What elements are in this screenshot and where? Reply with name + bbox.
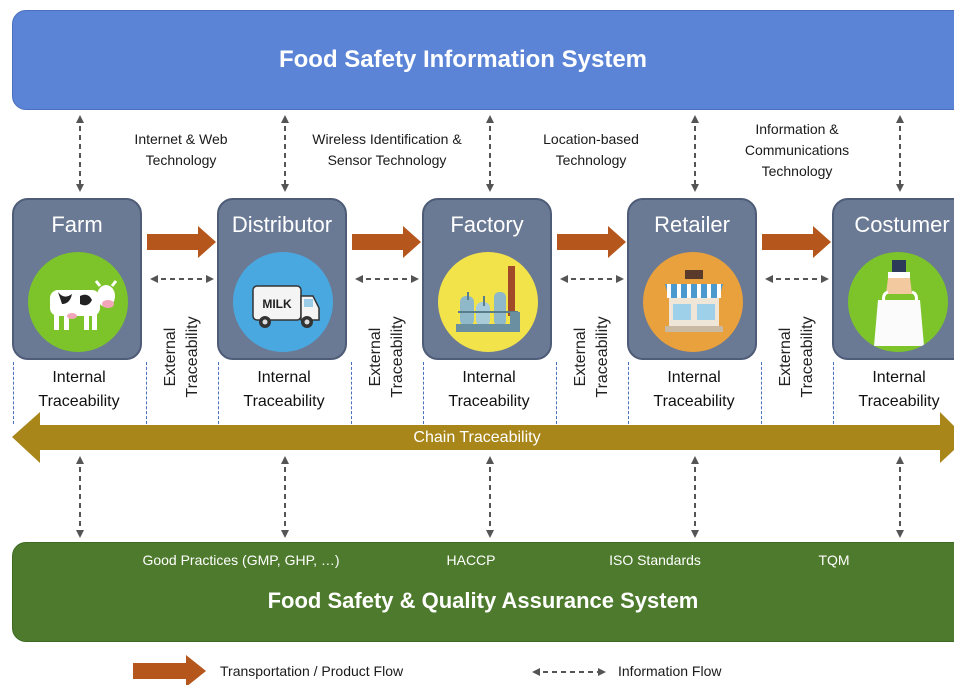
stage-costumer: Costumer xyxy=(832,198,954,360)
stage-farm: Farm xyxy=(12,198,142,360)
stage-label: Retailer xyxy=(654,212,730,237)
traceability-boundary xyxy=(628,362,629,424)
chain-traceability-label: Chain Traceability xyxy=(413,429,541,446)
traceability-boundary xyxy=(218,362,219,424)
traceability-boundary xyxy=(761,362,762,424)
technology-label-wireless: Wireless Identification &Sensor Technolo… xyxy=(312,131,462,168)
stage-label: Distributor xyxy=(231,212,333,237)
traceability-boundary xyxy=(556,362,557,424)
stage-retailer: Retailer xyxy=(627,198,757,360)
chain-traceability-arrow xyxy=(12,412,954,463)
stage-label: Farm xyxy=(51,212,103,237)
store-icon xyxy=(643,252,743,352)
legend-information-label: Information Flow xyxy=(618,663,722,679)
legend-transport-label: Transportation / Product Flow xyxy=(220,663,404,679)
traceability-boundary xyxy=(423,362,424,424)
svg-text:MILK: MILK xyxy=(262,297,292,311)
legend-transport-arrow xyxy=(133,655,206,685)
practice-iso-standards: ISO Standards xyxy=(609,552,701,568)
stage-label: Factory xyxy=(450,212,524,237)
quality-assurance-title: Food Safety & Quality Assurance System xyxy=(267,588,699,613)
information-flow-arrows-top xyxy=(76,115,904,192)
stage-distributor: Distributor MILK xyxy=(217,198,347,360)
information-system-title: Food Safety Information System xyxy=(278,46,648,73)
milk-truck-icon: MILK xyxy=(233,252,333,352)
food-safety-information-system-banner: Food Safety Information System xyxy=(12,10,954,110)
practice-good-practices: Good Practices (GMP, GHP, …) xyxy=(142,552,340,568)
factory-icon xyxy=(438,252,538,352)
practice-haccp: HACCP xyxy=(446,552,496,568)
traceability-boundary xyxy=(351,362,352,424)
cow-icon xyxy=(28,252,128,352)
stage-factory: Factory xyxy=(422,198,552,360)
traceability-boundary xyxy=(146,362,147,424)
traceability-boundary xyxy=(833,362,834,424)
practice-tqm: TQM xyxy=(818,552,850,568)
shopping-bag-icon xyxy=(848,252,948,352)
information-flow-arrows-bottom xyxy=(76,456,904,538)
product-flow-arrows xyxy=(147,226,831,258)
stage-label: Costumer xyxy=(854,212,950,237)
quality-assurance-system-banner: Good Practices (GMP, GHP, …) HACCP ISO S… xyxy=(12,542,954,642)
traceability-boundary xyxy=(13,362,14,424)
